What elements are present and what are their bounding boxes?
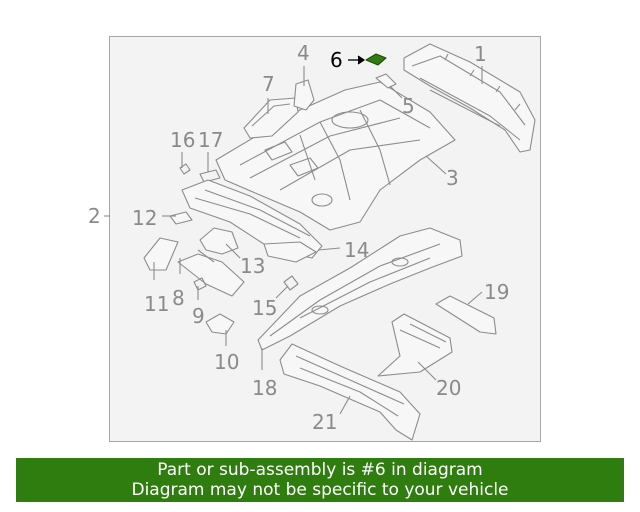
- callout-4: 4: [297, 41, 310, 65]
- part-10-drawing: [205, 313, 235, 335]
- part-4-drawing: [293, 79, 315, 111]
- callout-12: 12: [132, 206, 158, 230]
- callout-19: 19: [484, 280, 510, 304]
- part-1-drawing: [403, 43, 536, 153]
- part-16-17-drawing: [179, 163, 221, 183]
- callout-2: 2: [88, 204, 101, 228]
- callout-15: 15: [252, 296, 278, 320]
- part-7-drawing: [243, 97, 299, 139]
- callout-16: 16: [170, 128, 196, 152]
- callout-3: 3: [446, 166, 459, 190]
- callout-18: 18: [252, 376, 278, 400]
- callout-8: 8: [172, 286, 185, 310]
- part-8-drawing: [177, 253, 245, 297]
- callout-9: 9: [192, 304, 205, 328]
- banner-line-1: Part or sub-assembly is #6 in diagram: [157, 460, 483, 480]
- callout-21: 21: [312, 410, 338, 434]
- part-6-arrow: [348, 55, 365, 65]
- callout-11: 11: [144, 292, 170, 316]
- part-5-drawing: [375, 73, 397, 89]
- part-20-drawing: [377, 313, 453, 377]
- callout-20: 20: [436, 376, 462, 400]
- part-14-drawing: [263, 241, 317, 263]
- part-3-drawing: [215, 81, 456, 231]
- part-2-drawing: [181, 179, 323, 259]
- callout-14: 14: [344, 238, 370, 262]
- part-9-drawing: [193, 277, 207, 291]
- callout-13: 13: [240, 254, 266, 278]
- info-banner: Part or sub-assembly is #6 in diagram Di…: [16, 458, 624, 502]
- part-6-drawing: [365, 53, 387, 66]
- part-18-drawing: [257, 227, 463, 351]
- part-12-drawing: [169, 211, 193, 225]
- callout-5: 5: [402, 94, 415, 118]
- part-15-drawing: [283, 275, 299, 291]
- part-13-drawing: [199, 227, 239, 255]
- leader-lines: [104, 66, 483, 415]
- banner-line-2: Diagram may not be specific to your vehi…: [131, 480, 509, 500]
- callout-10: 10: [214, 350, 240, 374]
- part-19-drawing: [435, 295, 497, 335]
- callout-6: 6: [330, 48, 343, 72]
- callout-7: 7: [262, 72, 275, 96]
- part-11-drawing: [143, 237, 179, 271]
- part-21-drawing: [279, 343, 421, 441]
- callout-1: 1: [474, 42, 487, 66]
- callout-17: 17: [198, 128, 224, 152]
